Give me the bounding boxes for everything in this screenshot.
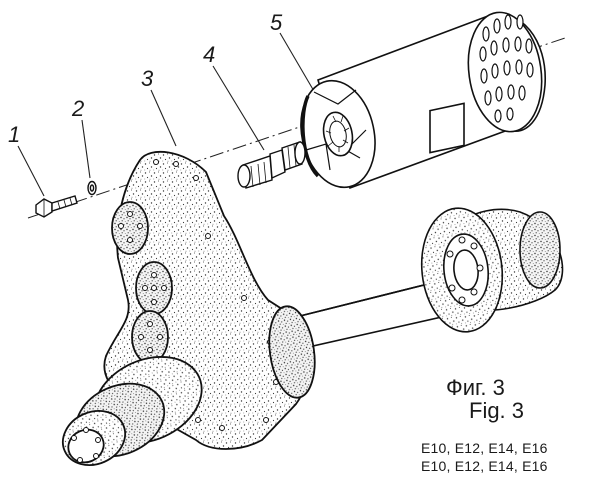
washer-part-2 (87, 180, 97, 196)
splined-shaft-part-4 (237, 141, 306, 189)
right-wheel-hub (299, 207, 564, 349)
gear-housing-part-3 (62, 150, 316, 466)
callout-2: 2 (72, 96, 85, 121)
callout-4: 4 (203, 42, 216, 67)
callout-1: 1 (8, 122, 21, 147)
figure-label-ru: Фиг. 3 (446, 375, 505, 400)
model-list-en: E10, E12, E14, E16 (421, 458, 548, 474)
callout-5: 5 (270, 10, 283, 35)
assembly-axis (27, 37, 566, 219)
electric-motor-part-5 (300, 11, 546, 190)
bolt-part-1 (35, 195, 78, 218)
callout-leaders (17, 32, 319, 197)
model-list-ru: E10, E12, E14, E16 (421, 440, 548, 456)
figure-label-en: Fig. 3 (469, 398, 525, 423)
callout-3: 3 (141, 66, 154, 91)
